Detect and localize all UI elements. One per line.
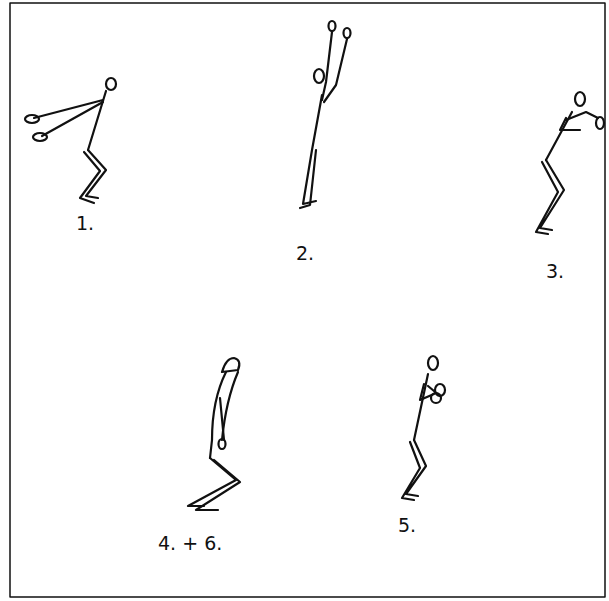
hand [329, 21, 336, 31]
callout-number: 1. [76, 214, 94, 233]
legs [536, 160, 564, 234]
hand [219, 439, 226, 449]
head [575, 92, 585, 106]
callout-number: 3. [546, 262, 564, 281]
hand [25, 115, 39, 123]
legs [188, 458, 240, 510]
ready-figure [402, 356, 445, 500]
squat-figure [25, 78, 116, 203]
frame [10, 3, 605, 597]
head [428, 356, 438, 370]
hand [431, 393, 441, 403]
hand [596, 117, 604, 129]
legs [402, 440, 426, 500]
head [314, 69, 324, 83]
callout-number: 2. [296, 244, 314, 263]
arms [322, 32, 347, 102]
callout-number: 5. [398, 516, 416, 535]
head [106, 78, 116, 90]
arms [34, 100, 103, 136]
extended-figure [300, 21, 351, 208]
torso [312, 95, 322, 150]
head [222, 358, 239, 372]
arm [220, 398, 224, 440]
catch-figure [536, 92, 604, 234]
landing-figure [188, 358, 240, 510]
torso [414, 374, 428, 440]
arms [560, 112, 598, 130]
torso [210, 372, 238, 458]
callout-number: 4. + 6. [158, 534, 222, 553]
legs [80, 150, 106, 203]
hand [33, 133, 47, 141]
hand [344, 28, 351, 38]
legs [300, 150, 316, 208]
